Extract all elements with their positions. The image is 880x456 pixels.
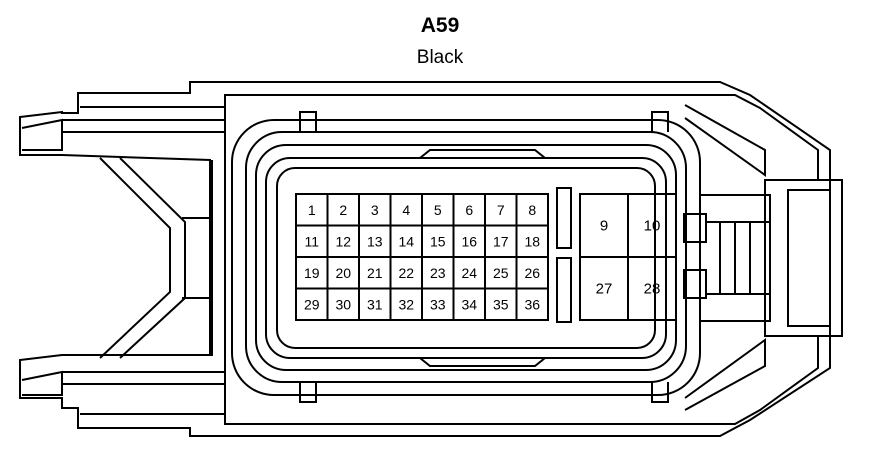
yoke-right [119,157,186,359]
pin-label: 31 [367,296,383,312]
latch-upper [21,118,63,151]
pin-label-large: 27 [596,281,613,298]
pin-label: 13 [367,233,383,249]
pin-label: 12 [335,233,351,249]
connector-housing [19,81,843,437]
pin-label: 8 [528,202,536,218]
latch-lower [21,370,63,396]
shroud-mid [245,131,687,383]
pin-label: 4 [402,202,410,218]
pin-label: 24 [461,265,477,281]
pin-label: 15 [430,233,446,249]
pin-label: 6 [465,202,473,218]
pin-label: 19 [304,265,320,281]
connector-id: A59 [420,14,460,37]
pin-label: 22 [398,265,414,281]
pin-label: 14 [398,233,414,249]
housing-outline [19,81,843,437]
pin-label: 29 [304,296,320,312]
pin-label: 30 [335,296,351,312]
pin-label: 21 [367,265,383,281]
connector-color: Black [416,47,464,68]
pin-label: 32 [398,296,414,312]
shroud-outer [231,119,701,396]
pin-cell [515,287,549,321]
pin-label: 23 [430,265,446,281]
pin-label: 3 [371,202,379,218]
pin-label: 33 [430,296,446,312]
pin-label: 5 [434,202,442,218]
housing-inner-bottom [80,336,819,425]
pin-label: 7 [497,202,505,218]
pin-label: 2 [339,202,347,218]
pin-label: 34 [461,296,477,312]
pin-label: 16 [461,233,477,249]
large-pin-grid: 9 10 27 28 [579,193,677,321]
grid-dividers [556,187,572,323]
pin-cell-large [627,256,677,321]
pin-label: 20 [335,265,351,281]
pin-label-large: 9 [600,218,608,235]
pin-label: 26 [524,265,540,281]
divider-upper [556,187,572,249]
pin-label: 17 [493,233,509,249]
pin-label: 18 [524,233,540,249]
pin-label: 25 [493,265,509,281]
yoke-left [99,157,171,359]
pin-label: 35 [493,296,509,312]
divider-lower [556,257,572,323]
pin-label-large: 10 [644,218,661,235]
pin-label-large: 28 [644,281,661,298]
pin-label: 11 [304,233,319,249]
pin-label: 1 [308,202,316,218]
pin-label: 36 [524,296,540,312]
